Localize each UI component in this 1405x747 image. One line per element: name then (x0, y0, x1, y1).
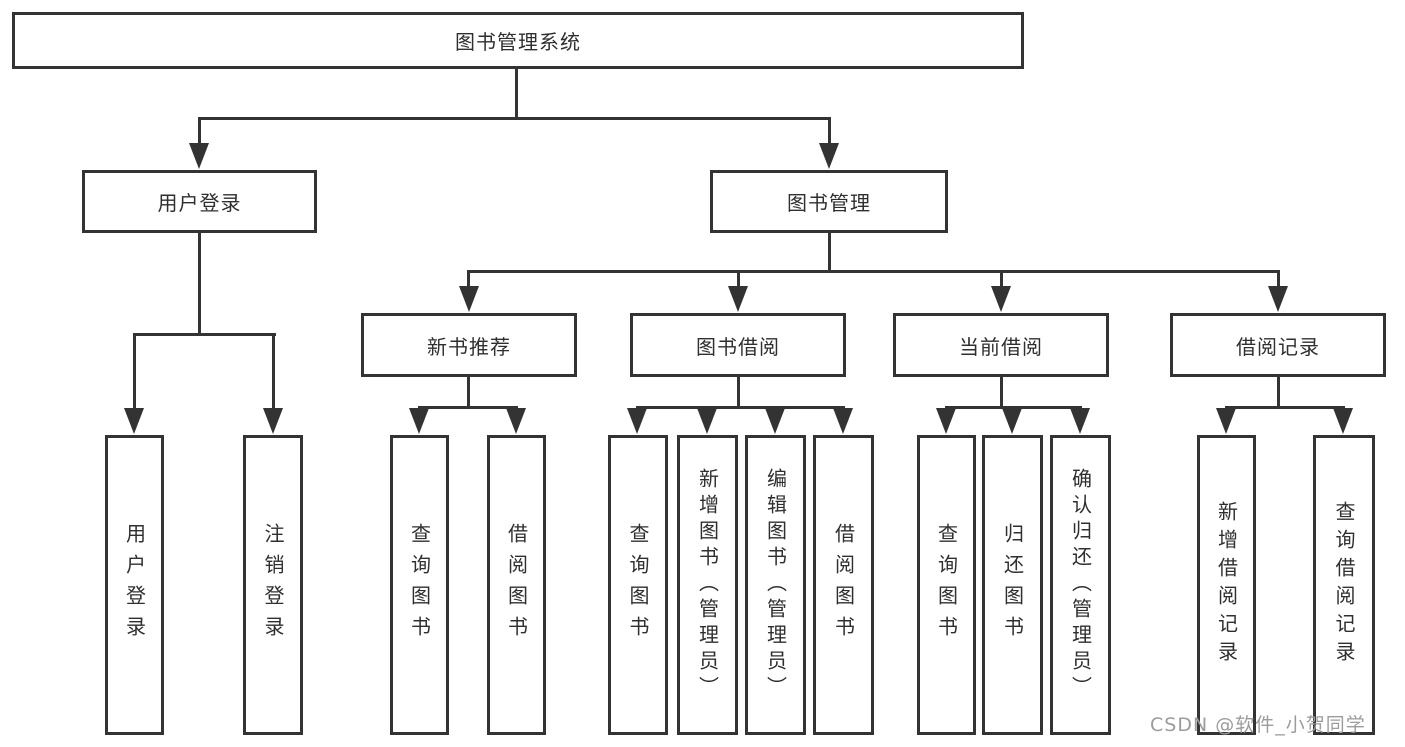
arrow-down-icon (506, 408, 526, 434)
connector-line (1277, 377, 1280, 409)
connector-line (945, 406, 1082, 409)
connector-line (1225, 406, 1345, 409)
connector-line (468, 270, 1280, 273)
arrow-down-icon (1070, 408, 1090, 434)
node-label: 图书借阅 (696, 334, 780, 359)
leaf-query-books-current: 查询图书 (917, 435, 976, 735)
node-label: 图书管理 (787, 191, 871, 215)
connector-line (515, 69, 518, 120)
leaf-query-books-recommend: 查询图书 (390, 435, 449, 735)
connector-line (1000, 270, 1003, 290)
node-current-borrowing: 当前借阅 (893, 313, 1109, 377)
leaf-logout: 注销登录 (243, 435, 303, 735)
connector-line (198, 117, 831, 120)
arrow-down-icon (1002, 408, 1022, 434)
watermark: CSDN @软件_小贺同学 (1150, 714, 1366, 736)
node-label: 借阅图书 (831, 523, 856, 647)
arrow-down-icon (819, 143, 839, 169)
arrow-down-icon (189, 143, 209, 169)
leaf-query-borrow-record: 查询借阅记录 (1313, 435, 1375, 735)
node-label: 用户登录 (157, 191, 242, 215)
node-label: 查询图书 (934, 523, 959, 647)
node-user-login: 用户登录 (82, 170, 317, 233)
arrow-down-icon (833, 408, 853, 434)
node-label: 用户登录 (122, 523, 147, 647)
node-label: 新增图书（管理员） (695, 468, 720, 702)
node-label: 新增借阅记录 (1214, 501, 1239, 669)
connector-line (198, 233, 201, 336)
leaf-borrow-books-borrowing: 借阅图书 (813, 435, 874, 735)
node-label: 新书推荐 (427, 334, 511, 359)
connector-line (636, 406, 845, 409)
arrow-down-icon (409, 408, 429, 434)
arrow-down-icon (1216, 408, 1236, 434)
node-label: 确认归还（管理员） (1068, 468, 1093, 702)
node-label: 查询图书 (407, 523, 432, 647)
arrow-down-icon (765, 408, 785, 434)
arrow-down-icon (459, 286, 479, 312)
leaf-confirm-return-admin: 确认归还（管理员） (1050, 435, 1111, 735)
leaf-user-login: 用户登录 (105, 435, 164, 735)
arrow-down-icon (1268, 286, 1288, 312)
node-library-management-system: 图书管理系统 (12, 12, 1024, 69)
node-book-management: 图书管理 (710, 170, 948, 233)
node-label: 编辑图书（管理员） (763, 468, 788, 702)
arrow-down-icon (936, 408, 956, 434)
arrow-down-icon (697, 408, 717, 434)
leaf-query-books-borrowing: 查询图书 (608, 435, 668, 735)
connector-line (828, 117, 831, 145)
node-label: 查询图书 (626, 523, 650, 647)
connector-line (418, 406, 518, 409)
arrow-down-icon (124, 408, 144, 434)
node-label: 归还图书 (1000, 523, 1025, 647)
node-label: 查询借阅记录 (1332, 501, 1356, 669)
node-label: 借阅图书 (504, 523, 529, 647)
node-label: 注销登录 (261, 523, 285, 647)
connector-line (737, 377, 740, 409)
connector-line (467, 270, 470, 290)
connector-line (828, 233, 831, 273)
leaf-add-borrow-record: 新增借阅记录 (1197, 435, 1256, 735)
node-book-borrowing: 图书借阅 (630, 313, 846, 377)
connector-line (467, 377, 470, 409)
node-label: 当前借阅 (959, 334, 1043, 359)
node-borrowing-records: 借阅记录 (1170, 313, 1386, 377)
arrow-down-icon (728, 286, 748, 312)
leaf-return-books: 归还图书 (982, 435, 1043, 735)
connector-line (133, 333, 276, 336)
leaf-edit-book-admin: 编辑图书（管理员） (745, 435, 806, 735)
leaf-add-book-admin: 新增图书（管理员） (677, 435, 738, 735)
connector-line (272, 333, 275, 411)
connector-line (133, 333, 136, 411)
arrow-down-icon (991, 286, 1011, 312)
node-label: 图书管理系统 (455, 30, 581, 54)
node-label: 借阅记录 (1236, 334, 1320, 359)
arrow-down-icon (263, 408, 283, 434)
connector-line (198, 117, 201, 145)
leaf-borrow-books-recommend: 借阅图书 (487, 435, 546, 735)
node-new-book-recommendation: 新书推荐 (361, 313, 577, 377)
connector-line (1277, 270, 1280, 290)
arrow-down-icon (1333, 408, 1353, 434)
connector-line (737, 270, 740, 290)
arrow-down-icon (627, 408, 647, 434)
connector-line (1000, 377, 1003, 409)
